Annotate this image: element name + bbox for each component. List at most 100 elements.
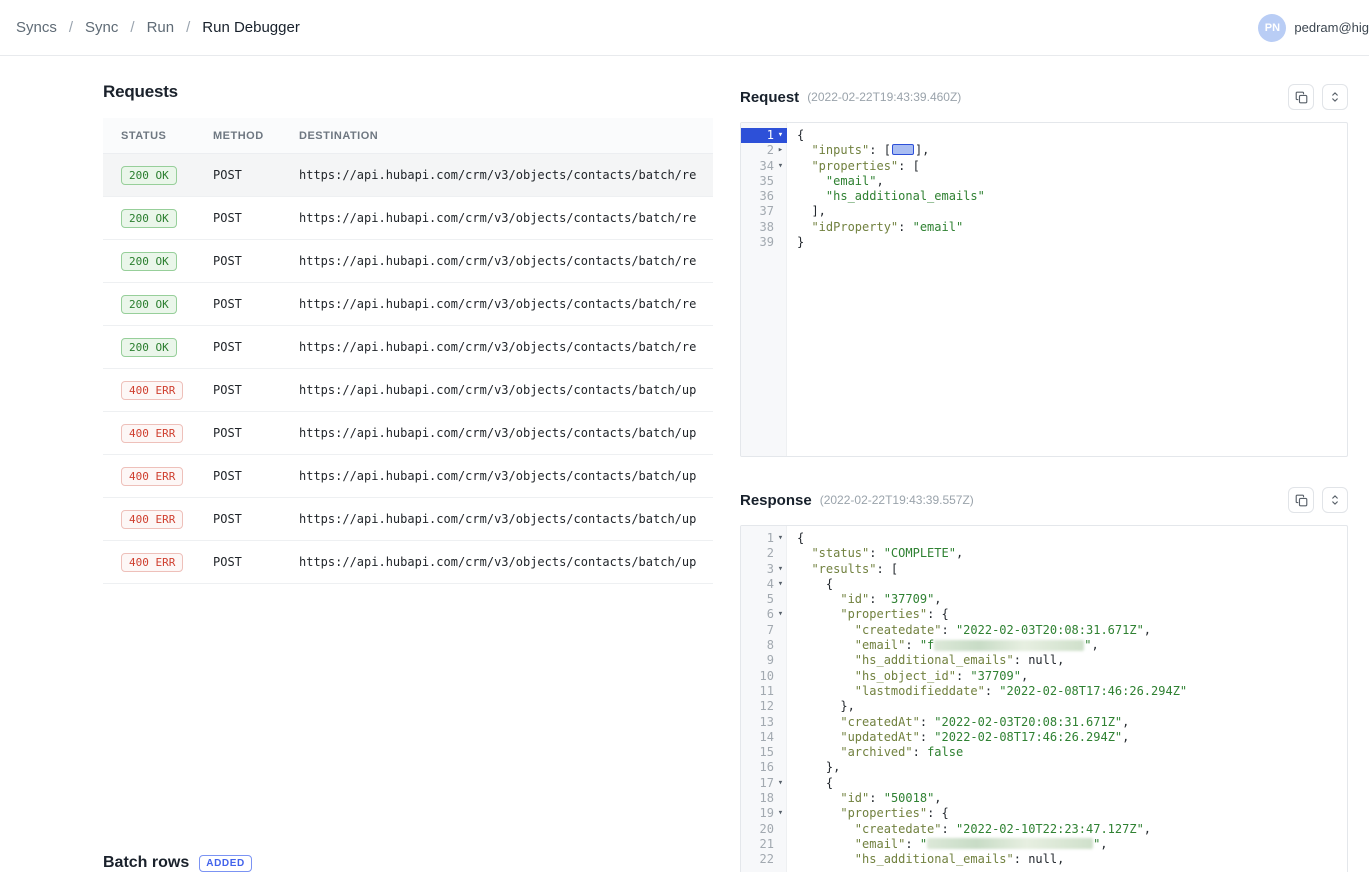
code-line: 14 "updatedAt": "2022-02-08T17:46:26.294… bbox=[741, 730, 1347, 745]
request-row[interactable]: 200 OKPOSThttps://api.hubapi.com/crm/v3/… bbox=[103, 197, 713, 240]
code-line: 39} bbox=[741, 235, 1347, 250]
request-row[interactable]: 400 ERRPOSThttps://api.hubapi.com/crm/v3… bbox=[103, 369, 713, 412]
fold-open-icon[interactable]: ▾ bbox=[774, 776, 787, 791]
request-row[interactable]: 200 OKPOSThttps://api.hubapi.com/crm/v3/… bbox=[103, 154, 713, 197]
request-row[interactable]: 200 OKPOSThttps://api.hubapi.com/crm/v3/… bbox=[103, 283, 713, 326]
status-badge: 200 OK bbox=[121, 252, 177, 271]
line-gutter: 14 bbox=[741, 730, 787, 745]
added-badge: ADDED bbox=[199, 855, 252, 872]
line-number: 35 bbox=[741, 174, 774, 189]
code-line: 2▸ "inputs": [], bbox=[741, 143, 1347, 158]
response-code-editor[interactable]: 1▾{2 "status": "COMPLETE",3▾ "results": … bbox=[740, 525, 1348, 872]
response-section-header: Response (2022-02-22T19:43:39.557Z) bbox=[740, 487, 1348, 513]
fold-open-icon[interactable]: ▾ bbox=[774, 806, 787, 821]
line-number: 8 bbox=[741, 638, 774, 653]
request-row[interactable]: 200 OKPOSThttps://api.hubapi.com/crm/v3/… bbox=[103, 326, 713, 369]
line-gutter: 19▾ bbox=[741, 806, 787, 821]
method-cell: POST bbox=[195, 426, 281, 440]
copy-button[interactable] bbox=[1288, 487, 1314, 513]
breadcrumb-item[interactable]: Run bbox=[147, 19, 175, 36]
line-gutter: 34▾ bbox=[741, 159, 787, 174]
response-section: Response (2022-02-22T19:43:39.557Z) 1▾{2… bbox=[740, 487, 1348, 872]
request-row[interactable]: 400 ERRPOSThttps://api.hubapi.com/crm/v3… bbox=[103, 455, 713, 498]
line-number: 10 bbox=[741, 669, 774, 684]
code-line: 38 "idProperty": "email" bbox=[741, 220, 1347, 235]
line-number: 37 bbox=[741, 204, 774, 219]
status-cell: 400 ERR bbox=[103, 553, 195, 572]
code-line: 10 "hs_object_id": "37709", bbox=[741, 669, 1347, 684]
line-gutter: 6▾ bbox=[741, 607, 787, 622]
code-text: { bbox=[787, 128, 804, 143]
breadcrumb-item[interactable]: Sync bbox=[85, 19, 118, 36]
code-text: "createdate": "2022-02-03T20:08:31.671Z"… bbox=[787, 623, 1151, 638]
method-cell: POST bbox=[195, 254, 281, 268]
status-cell: 200 OK bbox=[103, 166, 195, 185]
response-title: Response bbox=[740, 492, 812, 509]
fold-open-icon[interactable]: ▾ bbox=[774, 531, 787, 546]
code-line: 7 "createdate": "2022-02-03T20:08:31.671… bbox=[741, 623, 1347, 638]
status-cell: 200 OK bbox=[103, 338, 195, 357]
line-number: 1 bbox=[741, 128, 774, 143]
method-cell: POST bbox=[195, 340, 281, 354]
destination-cell: https://api.hubapi.com/crm/v3/objects/co… bbox=[281, 512, 713, 526]
code-line: 37 ], bbox=[741, 204, 1347, 219]
response-code-lines: 1▾{2 "status": "COMPLETE",3▾ "results": … bbox=[741, 526, 1347, 868]
code-text: "archived": false bbox=[787, 745, 963, 760]
code-line: 35 "email", bbox=[741, 174, 1347, 189]
request-row[interactable]: 400 ERR POSThttps://api.hubapi.com/crm/v3… bbox=[103, 412, 713, 455]
request-row[interactable]: 200 OKPOSThttps://api.hubapi.com/crm/v3/… bbox=[103, 240, 713, 283]
fold-open-icon[interactable]: ▾ bbox=[774, 562, 787, 577]
destination-cell: https://api.hubapi.com/crm/v3/objects/co… bbox=[281, 297, 713, 311]
line-number: 16 bbox=[741, 760, 774, 775]
fold-open-icon[interactable]: ▾ bbox=[774, 128, 787, 143]
request-row[interactable]: 400 ERRPOSThttps://api.hubapi.com/crm/v3… bbox=[103, 498, 713, 541]
code-line: 15 "archived": false bbox=[741, 745, 1347, 760]
breadcrumb-separator: / bbox=[130, 19, 134, 36]
code-line: 20 "createdate": "2022-02-10T22:23:47.12… bbox=[741, 822, 1347, 837]
status-badge: 400 ERR bbox=[121, 424, 183, 443]
code-line: 22 "hs_additional_emails": null, bbox=[741, 852, 1347, 867]
code-text: "createdate": "2022-02-10T22:23:47.127Z"… bbox=[787, 822, 1151, 837]
code-text: }, bbox=[787, 699, 855, 714]
line-gutter: 11 bbox=[741, 684, 787, 699]
code-text: } bbox=[787, 235, 804, 250]
fold-closed-icon[interactable]: ▸ bbox=[774, 143, 787, 158]
expand-button[interactable] bbox=[1322, 84, 1348, 110]
requests-panel: Requests STATUSMETHODDESTINATION 200 OKP… bbox=[103, 56, 713, 872]
breadcrumb-separator: / bbox=[69, 19, 73, 36]
destination-cell: https://api.hubapi.com/crm/v3/objects/co… bbox=[281, 211, 713, 225]
requests-table: STATUSMETHODDESTINATION 200 OKPOSThttps:… bbox=[103, 118, 713, 584]
line-gutter: 39 bbox=[741, 235, 787, 250]
line-gutter: 4▾ bbox=[741, 577, 787, 592]
code-line: 12 }, bbox=[741, 699, 1347, 714]
response-actions bbox=[1288, 487, 1348, 513]
request-code-editor[interactable]: 1▾{2▸ "inputs": [],34▾ "properties": [35… bbox=[740, 122, 1348, 457]
code-line: 16 }, bbox=[741, 760, 1347, 775]
active-line-gutter: 1▾ bbox=[741, 128, 787, 143]
fold-open-icon[interactable]: ▾ bbox=[774, 607, 787, 622]
user-menu[interactable]: PN pedram@hig bbox=[1258, 0, 1369, 55]
method-cell: POST bbox=[195, 383, 281, 397]
code-text: "hs_additional_emails": null, bbox=[787, 653, 1064, 668]
destination-cell: https://api.hubapi.com/crm/v3/objects/co… bbox=[281, 426, 713, 440]
code-line: 34▾ "properties": [ bbox=[741, 159, 1347, 174]
code-line: 1▾{ bbox=[741, 531, 1347, 546]
batch-rows-title: Batch rows bbox=[103, 854, 189, 872]
code-text: "properties": { bbox=[787, 806, 949, 821]
breadcrumb-item[interactable]: Syncs bbox=[16, 19, 57, 36]
table-header: STATUSMETHODDESTINATION bbox=[103, 118, 713, 154]
code-line: 8 "email": "f", bbox=[741, 638, 1347, 653]
method-cell: POST bbox=[195, 168, 281, 182]
copy-button[interactable] bbox=[1288, 84, 1314, 110]
code-text: "email", bbox=[787, 174, 884, 189]
fold-open-icon[interactable]: ▾ bbox=[774, 159, 787, 174]
code-line: 9 "hs_additional_emails": null, bbox=[741, 653, 1347, 668]
avatar[interactable]: PN bbox=[1258, 14, 1286, 42]
line-gutter: 1▾ bbox=[741, 531, 787, 546]
line-gutter: 15 bbox=[741, 745, 787, 760]
collapsed-code-widget[interactable] bbox=[892, 144, 914, 155]
request-row[interactable]: 400 ERRPOSThttps://api.hubapi.com/crm/v3… bbox=[103, 541, 713, 584]
expand-button[interactable] bbox=[1322, 487, 1348, 513]
line-gutter: 36 bbox=[741, 189, 787, 204]
fold-open-icon[interactable]: ▾ bbox=[774, 577, 787, 592]
